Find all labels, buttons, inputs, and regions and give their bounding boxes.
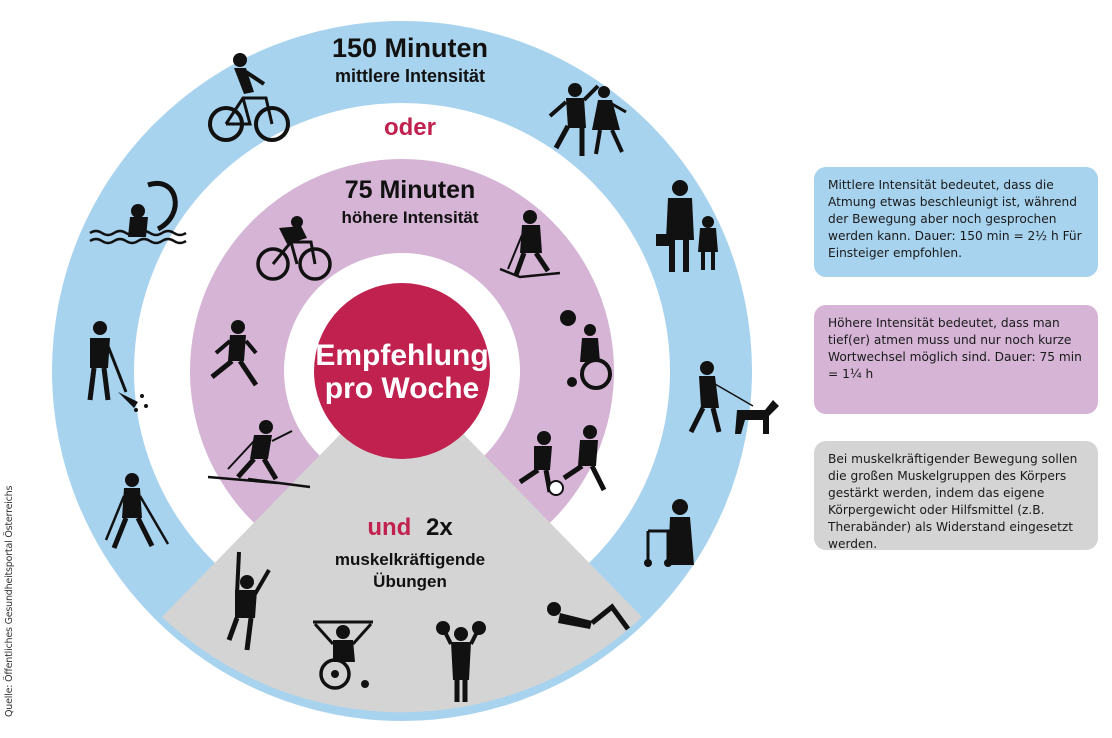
outer-ring-subtitle: mittlere Intensität [335, 66, 485, 86]
wheelchair-basketball-icon [560, 310, 612, 390]
or-connector: oder [384, 114, 436, 141]
outer-ring-title: 150 Minuten [332, 33, 488, 63]
running-icon [210, 320, 259, 387]
middle-ring-title: 75 Minuten [345, 176, 476, 204]
strength-line-2: Übungen [373, 572, 447, 591]
center-line-1: Empfehlung [315, 339, 488, 372]
strength-and: und [367, 514, 411, 541]
walking-dog-icon [688, 361, 779, 434]
activity-diagram: 150 Minuten mittlere Intensität oder 75 … [52, 21, 779, 721]
center-line-2: pro Woche [325, 372, 479, 405]
walker-senior-icon [644, 499, 694, 567]
hiking-icon [499, 210, 561, 279]
swimming-icon [89, 180, 187, 245]
note-strength-training: Bei muskelkräftigender Bewegung sollen d… [814, 441, 1098, 551]
strength-heading: und 2x [367, 514, 453, 541]
soccer-icon [518, 425, 607, 496]
center-circle [314, 283, 490, 459]
nordic-walking-icon [104, 473, 170, 549]
dumbbell-icon [436, 621, 486, 702]
cycling-icon [208, 53, 290, 142]
dancing-couple-icon [548, 83, 627, 156]
strength-sector [162, 371, 642, 713]
wheelchair-band-exercise-icon [313, 620, 373, 690]
note-moderate-intensity: Mittlere Intensität bedeutet, dass die A… [814, 167, 1098, 277]
racing-cyclist-icon [256, 216, 332, 281]
middle-ring-subtitle: höhere Intensität [342, 208, 479, 227]
note-vigorous-intensity: Höhere Intensität bedeutet, dass man tie… [814, 305, 1098, 414]
raking-leaves-icon [87, 321, 148, 412]
climbing-icon [226, 551, 271, 651]
strength-line-1: muskelkräftigende [335, 550, 485, 569]
walking-with-child-icon [656, 180, 718, 272]
strength-times: 2x [426, 514, 453, 541]
cross-country-skiing-icon [207, 420, 311, 489]
situps-icon [547, 602, 631, 631]
source-credit: Quelle: Öffentliches Gesundheitsportal Ö… [4, 485, 15, 717]
